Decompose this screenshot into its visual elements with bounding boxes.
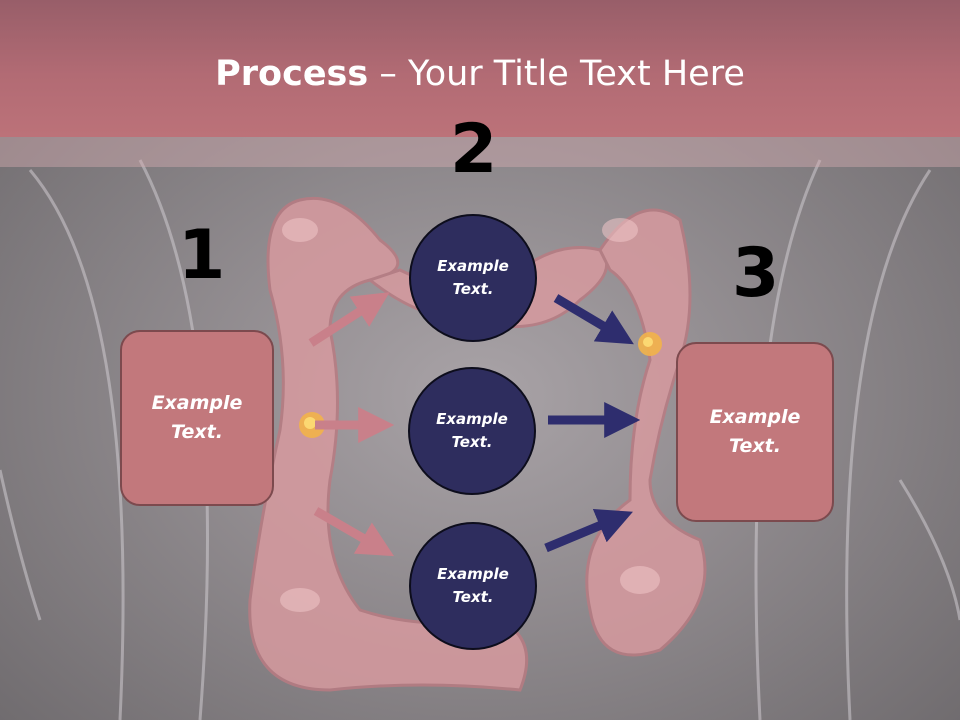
slide-title: Process – Your Title Text Here (0, 54, 960, 94)
step-3-text: Example Text. (709, 406, 801, 457)
title-bold: Process (215, 54, 369, 94)
step-2-circle-2-text: Example Text. (436, 410, 508, 451)
title-rest: – Your Title Text Here (368, 54, 745, 94)
step-2-circle-3-text: Example Text. (437, 565, 509, 606)
step-3-number: 3 (732, 234, 780, 313)
arrow-left-up (308, 292, 390, 347)
step-3-box[interactable]: Example Text. (676, 342, 834, 522)
step-1-number: 1 (178, 216, 226, 295)
step-2-circle-1-text: Example Text. (437, 257, 509, 298)
step-2-circle-1[interactable]: Example Text. (409, 214, 537, 342)
step-1-box[interactable]: Example Text. (120, 330, 274, 506)
step-2-circle-3[interactable]: Example Text. (409, 522, 537, 650)
step-1-text: Example Text. (151, 392, 243, 443)
title-band-shadow (0, 137, 960, 167)
arrow-right-down (553, 294, 634, 345)
step-2-circle-2[interactable]: Example Text. (408, 367, 536, 495)
arrow-right-up (544, 509, 633, 553)
step-2-number: 2 (450, 110, 498, 189)
title-band (0, 0, 960, 137)
arrow-left-down (313, 507, 395, 557)
